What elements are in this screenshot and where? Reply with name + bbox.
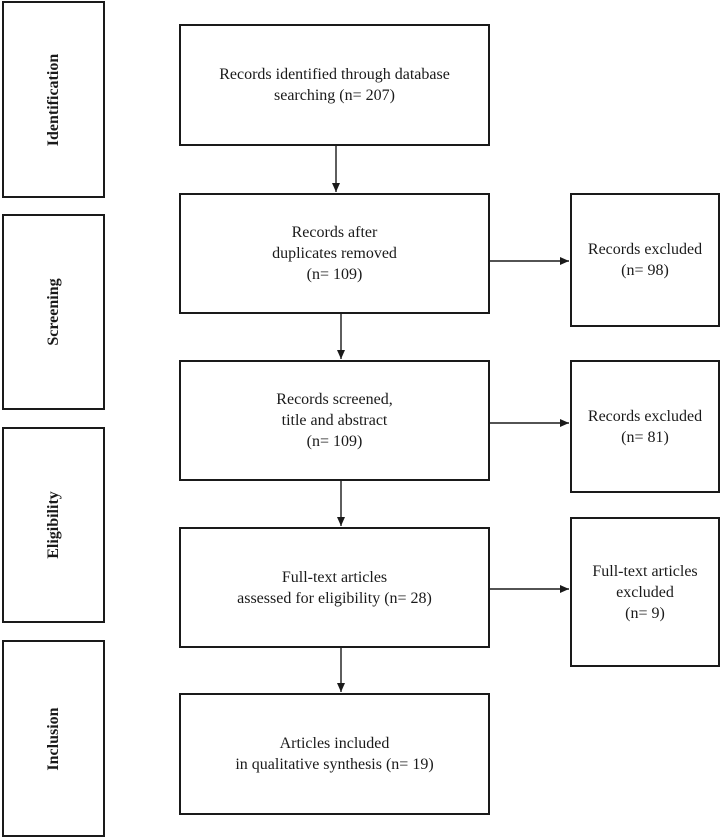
records-screened-line-1: Records screened,: [276, 391, 393, 408]
records-screened-line-3: (n= 109): [306, 433, 363, 450]
records-screened-box: Records screened, title and abstract (n=…: [179, 360, 490, 481]
records-excluded-screening-line-2: (n= 81): [621, 428, 669, 446]
records-excluded-duplicates-box: Records excluded (n= 98): [570, 193, 720, 327]
full-text-assessed-line-1: Full-text articles: [281, 568, 388, 586]
stage-identification: Identification: [2, 1, 105, 198]
records-after-duplicates-line-1: Records after: [291, 224, 378, 241]
records-identified-line-2: searching (n= 207): [274, 87, 395, 104]
full-text-excluded-line-3: (n= 9): [625, 604, 665, 622]
records-identified-line-1: Records identified through database: [219, 66, 450, 83]
records-after-duplicates-box: Records after duplicates removed (n= 109…: [179, 193, 490, 314]
articles-included-line-2: in qualitative synthesis (n= 19): [235, 756, 434, 773]
stage-inclusion: Inclusion: [2, 640, 105, 837]
stage-eligibility: Eligibility: [2, 427, 105, 623]
articles-included-box: Articles included in qualitative synthes…: [179, 693, 490, 815]
records-excluded-screening-line-1: Records excluded: [587, 407, 703, 425]
articles-included-line-1: Articles included: [279, 735, 390, 752]
records-after-duplicates-line-3: (n= 109): [306, 266, 363, 283]
full-text-excluded-line-2: excluded: [616, 583, 674, 601]
stage-screening: Screening: [2, 214, 105, 410]
full-text-assessed-line-2: assessed for eligibility (n= 28): [237, 589, 432, 607]
full-text-assessed-box: Full-text articles assessed for eligibil…: [179, 527, 490, 648]
records-screened-line-2: title and abstract: [281, 412, 388, 429]
records-excluded-duplicates-line-1: Records excluded: [587, 241, 703, 258]
records-after-duplicates-line-2: duplicates removed: [272, 245, 397, 262]
records-excluded-screening-box: Records excluded (n= 81): [570, 360, 720, 493]
full-text-excluded-box: Full-text articles excluded (n= 9): [570, 517, 720, 667]
records-identified-box: Records identified through database sear…: [179, 24, 490, 146]
full-text-excluded-line-1: Full-text articles: [592, 562, 698, 580]
records-excluded-duplicates-line-2: (n= 98): [621, 262, 669, 279]
